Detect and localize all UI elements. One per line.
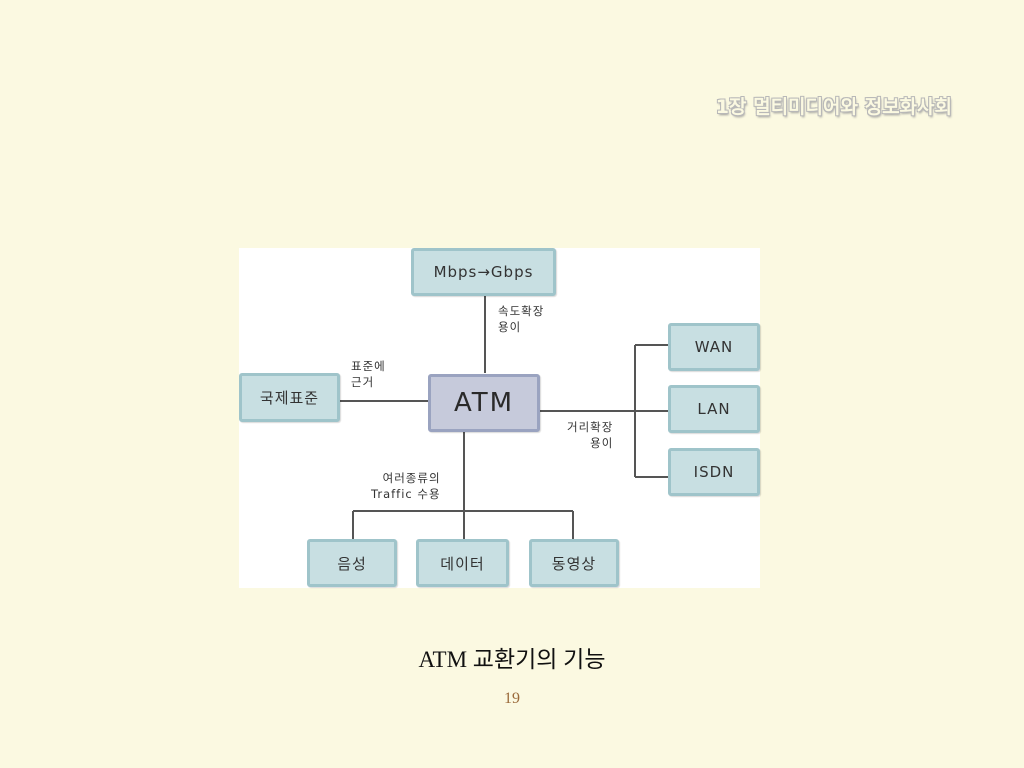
node-wan: WAN bbox=[668, 323, 760, 371]
connector-lines bbox=[339, 295, 668, 539]
label-line: Traffic 수용 bbox=[371, 487, 441, 501]
label-line: 용이 bbox=[498, 320, 522, 334]
label-line: 표준에 bbox=[351, 359, 386, 373]
page-number: 19 bbox=[504, 690, 520, 707]
label-distance-extension: 거리확장 용이 bbox=[567, 419, 613, 451]
label-line: 속도확장 bbox=[498, 304, 545, 318]
label-line: 근거 bbox=[351, 375, 375, 389]
figure-caption: ATM 교환기의 기능 bbox=[418, 647, 606, 672]
label-traffic: 여러종류의 Traffic 수용 bbox=[371, 470, 441, 502]
node-isdn: ISDN bbox=[668, 448, 760, 496]
atm-diagram: Mbps→Gbps ATM 국제표준 WAN LAN ISDN 음성 데이터 동… bbox=[239, 248, 760, 588]
node-lan: LAN bbox=[668, 385, 760, 433]
node-video: 동영상 bbox=[529, 539, 619, 587]
label-standard-basis: 표준에 근거 bbox=[351, 358, 386, 390]
node-voice: 음성 bbox=[307, 539, 397, 587]
node-data: 데이터 bbox=[416, 539, 509, 587]
label-line: 거리확장 bbox=[567, 420, 614, 434]
label-line: 용이 bbox=[590, 436, 614, 450]
node-speed: Mbps→Gbps bbox=[411, 248, 556, 296]
chapter-title: 1장 멀티미디어와 정보화사회 bbox=[715, 96, 952, 118]
node-standard: 국제표준 bbox=[239, 373, 340, 422]
label-speed-extension: 속도확장 용이 bbox=[498, 303, 544, 335]
node-atm: ATM bbox=[428, 374, 540, 432]
label-line: 여러종류의 bbox=[382, 471, 441, 485]
